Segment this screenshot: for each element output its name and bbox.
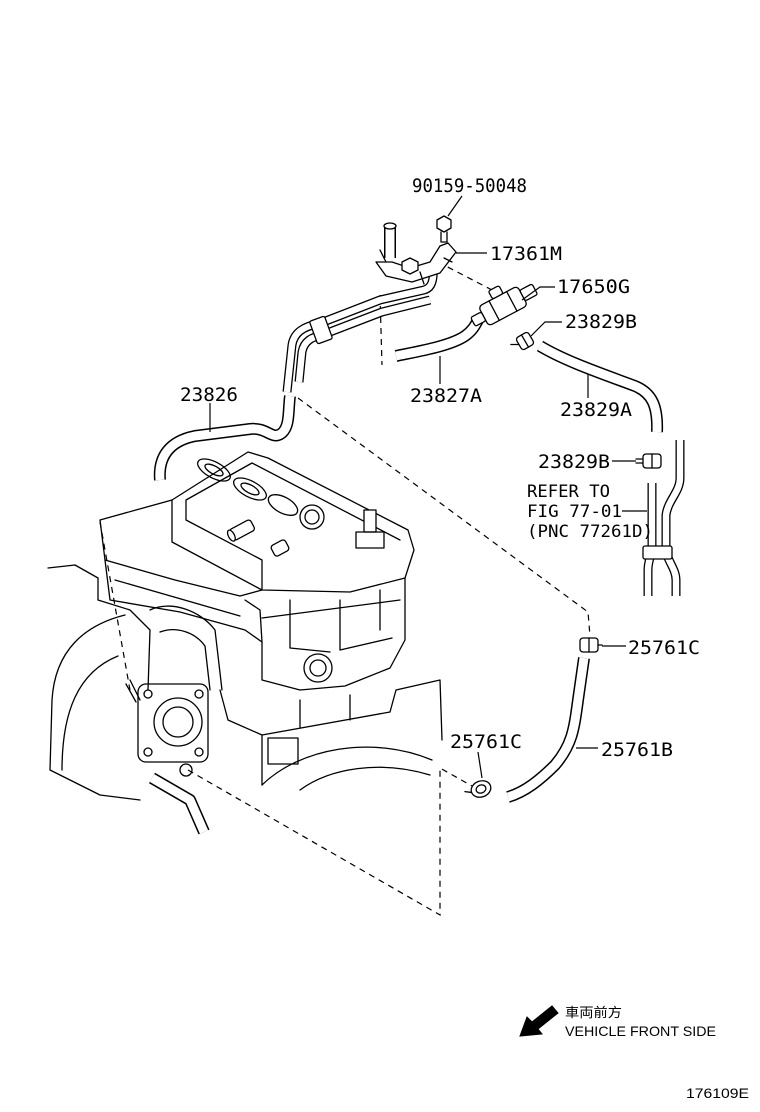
spark-plug-well: [233, 477, 267, 501]
leader-line-23829b-upper: [530, 321, 562, 337]
reference-note-line1: REFER TO: [527, 482, 610, 502]
engine-head-cover-ridge: [185, 462, 401, 591]
manifold-runner: [149, 605, 223, 691]
manifold-fitting: [125, 679, 141, 703]
dashed-guide: [437, 261, 493, 291]
reference-note-line3: (PNC 77261D): [527, 522, 653, 542]
callout-23829b-middle: 23829B: [538, 451, 610, 473]
callout-23829a: 23829A: [560, 399, 633, 421]
head-cover-fitting: [363, 509, 377, 533]
callout-23829b-upper: 23829B: [565, 311, 637, 333]
leader-lines: [209, 195, 647, 779]
head-cover-port: [270, 539, 290, 557]
front-arrow-icon: [519, 1005, 559, 1037]
engine-left-bracket: [47, 564, 151, 691]
flange-bolt-hole: [143, 747, 153, 757]
callout-17650g: 17650G: [557, 276, 630, 298]
clamp-23829b-middle: [635, 453, 662, 469]
clamp-25761c-lower: [464, 780, 492, 798]
spark-plug-well: [204, 463, 224, 477]
vehicle-front-label-jp: 車両前方: [565, 1005, 622, 1021]
vehicle-front-indicator: 車両前方 VEHICLE FRONT SIDE: [519, 1005, 716, 1039]
head-cover-fitting-base: [355, 531, 385, 549]
callout-23826: 23826: [180, 384, 238, 406]
clamp-23829b-upper: [510, 331, 535, 351]
engine-block-ribs: [114, 579, 401, 653]
dashed-guide: [379, 294, 383, 366]
oil-filler-cap: [299, 504, 325, 530]
clamp-25761c-right: [579, 637, 603, 653]
reference-note-line2: FIG 77-01: [527, 502, 622, 522]
spark-plug-well: [267, 494, 299, 516]
spark-plug-well: [240, 482, 260, 496]
exhaust-flange-port-inner: [162, 706, 194, 738]
dashed-guide: [187, 766, 473, 917]
vehicle-front-label: VEHICLE FRONT SIDE: [565, 1023, 716, 1039]
pipe-clip: [309, 315, 333, 345]
hose-25761b: [506, 657, 589, 802]
leader-line-17650g: [521, 286, 555, 301]
engine-block-boss-inner: [309, 659, 327, 677]
callout-25761c-lower: 25761C: [450, 731, 522, 753]
hose-23829a: [537, 342, 662, 433]
engine-assembly: [47, 451, 443, 835]
hose-23827a: [395, 317, 483, 361]
callout-23827a: 23827A: [410, 385, 483, 407]
engine-block-boss: [303, 653, 333, 683]
engine-lower-case: [219, 679, 443, 786]
figure-code: 176109E: [686, 1085, 749, 1101]
engine-lower-bracket: [267, 737, 299, 765]
exhaust-flange: [137, 683, 209, 763]
reference-pipe: [662, 440, 684, 596]
callout-17361m: 17361M: [490, 243, 562, 265]
flange-bolt-hole: [143, 689, 153, 699]
callout-25761c-right: 25761C: [628, 637, 700, 659]
hose-23826: [155, 395, 295, 481]
vacuum-pipe: [283, 267, 437, 393]
dashed-guides: [99, 261, 591, 917]
valve-17650g: [470, 283, 538, 327]
engine-block-lower: [104, 559, 406, 691]
spark-plug-well: [197, 458, 231, 482]
dashed-guide: [297, 397, 591, 637]
callout-90159-50048: 90159-50048: [412, 175, 527, 197]
leader-line-90159-50048: [447, 195, 463, 217]
flange-bolt-hole: [194, 689, 204, 699]
leader-line-25761c-lower: [477, 751, 483, 779]
callouts: 90159-50048 17361M 17650G 23829B 23827A …: [180, 175, 700, 761]
vacuum-pipe-outline: [282, 267, 438, 393]
bolt-90159-50048-shank: [440, 231, 448, 243]
lower-left-fitting: [179, 763, 193, 777]
oil-filler-cap-inner: [304, 509, 320, 525]
exhaust-flange-port: [153, 697, 203, 747]
lower-left-pipe: [149, 774, 209, 834]
bolt-90159-50048-head: [436, 215, 452, 233]
flywheel-housing: [49, 614, 141, 801]
head-cover-breather-port: [226, 519, 256, 542]
reference-pipe-connector: [642, 545, 673, 560]
bracket-nut: [401, 257, 419, 275]
transmission-housing-arc: [261, 746, 433, 791]
engine-head-cover: [171, 451, 415, 593]
small-parts: [375, 215, 662, 798]
dashed-guide: [99, 521, 131, 691]
bracket-nozzle-tip: [383, 222, 397, 230]
callout-25761b: 25761B: [601, 739, 673, 761]
engine-block: [99, 499, 263, 597]
bracket-17361m-detail: [379, 249, 453, 285]
flange-bolt-hole: [194, 747, 204, 757]
